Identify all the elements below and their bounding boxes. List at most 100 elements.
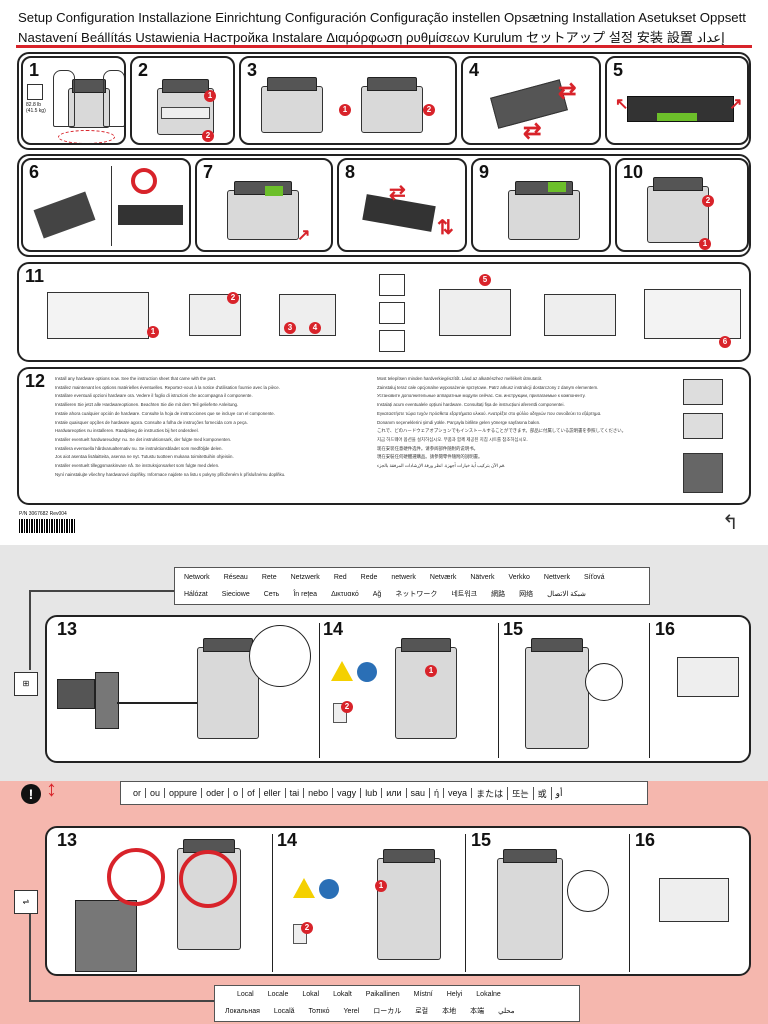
callout-badge: 4	[309, 322, 321, 334]
printer-rear-illustration	[395, 638, 457, 739]
shake-arrow-icon: ⇅	[437, 217, 454, 239]
important-icon: !	[21, 784, 41, 804]
instruction-line: Most telepítsen minden hardverkiegészítő…	[377, 376, 543, 381]
header-red-rule	[16, 45, 752, 48]
paper-flex-illustration	[379, 274, 405, 354]
photoconductor-illustration	[118, 205, 183, 225]
computer-tower-illustration	[75, 900, 137, 972]
divider	[272, 834, 273, 972]
local-label: 本端	[470, 1008, 485, 1015]
callout-badge: 2	[301, 922, 313, 934]
step-number: 12	[25, 371, 46, 391]
pull-arrow-icon: ↗	[729, 96, 743, 113]
instruction-line: Installer eventuelt hardwareudstyr nu. S…	[55, 436, 232, 442]
option-tray-illustration	[683, 379, 723, 405]
imaging-unit-illustration	[33, 191, 96, 239]
network-label: 網路	[491, 591, 506, 598]
or-word: أو	[555, 787, 563, 798]
step-number: 10	[623, 162, 644, 182]
step-number: 14	[323, 619, 344, 639]
network-label: netwerk	[391, 574, 416, 581]
divider	[498, 623, 499, 758]
tray-illustration	[47, 292, 149, 339]
instruction-line: Jos aiot asentaa lisälaitteita, asenna n…	[55, 454, 234, 460]
network-label: Rete	[261, 574, 277, 581]
or-word: ou	[146, 788, 166, 798]
step-number: 3	[247, 60, 258, 80]
tray-illustration	[544, 294, 616, 336]
electrical-warning-icon	[293, 878, 315, 898]
or-word: of	[243, 788, 260, 798]
or-word: eller	[260, 788, 286, 798]
local-label: ローカル	[373, 1008, 402, 1015]
step-10-cell: 10 2 1	[615, 158, 749, 252]
divider	[649, 623, 650, 758]
paper-loaded-tray-illustration	[439, 289, 511, 336]
local-label: Lokal	[302, 991, 320, 998]
or-word: または	[472, 786, 509, 800]
step-number: 8	[345, 162, 356, 182]
step-number: 7	[203, 162, 214, 182]
callout-badge: 2	[341, 701, 353, 713]
callout-badge: 1	[699, 238, 711, 250]
step-number: 14	[277, 830, 298, 850]
callout-badge: 6	[719, 336, 731, 348]
network-label: Sieciowe	[221, 591, 250, 598]
network-label: 网络	[519, 591, 534, 598]
divider	[111, 166, 112, 246]
callout-badge: 2	[702, 195, 714, 207]
step-7-cell: 7 ↗	[195, 158, 333, 252]
port-zoom-illustration	[249, 625, 311, 687]
computer-tower-illustration	[95, 672, 119, 729]
or-word: veya	[444, 788, 473, 798]
step-number: 13	[57, 830, 78, 850]
instruction-line: Installera eventuella hårdvarualternativ…	[55, 445, 223, 451]
step-8-cell: 8 ⇄ ⇅	[337, 158, 467, 252]
computer-monitor-illustration	[57, 679, 95, 709]
or-word: lub	[361, 788, 383, 798]
printer-illustration	[227, 181, 299, 240]
title-languages-line-2: Nastavení Beállítás Ustawienia Настройка…	[18, 30, 725, 45]
tray-insert-illustration	[644, 289, 741, 339]
step-number: 5	[613, 60, 624, 80]
instruction-text-right: Most telepítsen minden hardverkiegészítő…	[377, 375, 667, 471]
divider	[629, 834, 630, 972]
option-cabinet-illustration	[683, 453, 723, 493]
no-usb-icon	[179, 850, 237, 908]
step-number: 15	[471, 830, 492, 850]
or-word: oder	[202, 788, 230, 798]
or-word: 또는	[508, 786, 534, 800]
step-number: 15	[503, 619, 524, 639]
or-word: или	[382, 788, 407, 798]
steps-row-1: 1 82.8 lb (41.5 kg) 2 1 2 3 1 2 4 ⇄ ⇄ 5 …	[17, 52, 751, 150]
title-languages-line-1: Setup Configuration Installazione Einric…	[18, 10, 746, 25]
insert-arrow-icon: ↗	[297, 227, 311, 244]
local-label: Lokalt	[333, 991, 352, 998]
or-word: sau	[407, 788, 431, 798]
network-label: Netværk	[429, 574, 457, 581]
network-label: Δικτυακό	[331, 591, 359, 598]
instruction-line: Installare eventuali opzioni hardware or…	[55, 393, 253, 399]
weight-icon	[27, 84, 43, 100]
instruction-line: Instalați acum eventualele opțiuni hardw…	[377, 402, 565, 408]
ethernet-cable	[117, 702, 257, 704]
or-word: or	[129, 788, 147, 798]
local-connector-line	[29, 914, 31, 1000]
power-switch-zoom-illustration	[585, 663, 623, 701]
software-cd-tray-illustration	[659, 878, 729, 922]
network-label: Síťová	[583, 574, 605, 581]
printer-rear-illustration	[377, 849, 441, 960]
step-9-cell: 9	[471, 158, 611, 252]
or-word: 或	[534, 786, 552, 800]
or-word: o	[229, 788, 244, 798]
divider	[465, 834, 466, 972]
printer-front-illustration	[497, 849, 563, 960]
instruction-line: Instale ahora cualquier opción de hardwa…	[55, 410, 275, 416]
callout-badge: 1	[375, 880, 387, 892]
network-label: Hálózat	[184, 591, 208, 598]
printer-illustration	[361, 77, 423, 133]
instruction-line: Hardwareopties nu installeren. Raadpleeg…	[55, 428, 199, 434]
